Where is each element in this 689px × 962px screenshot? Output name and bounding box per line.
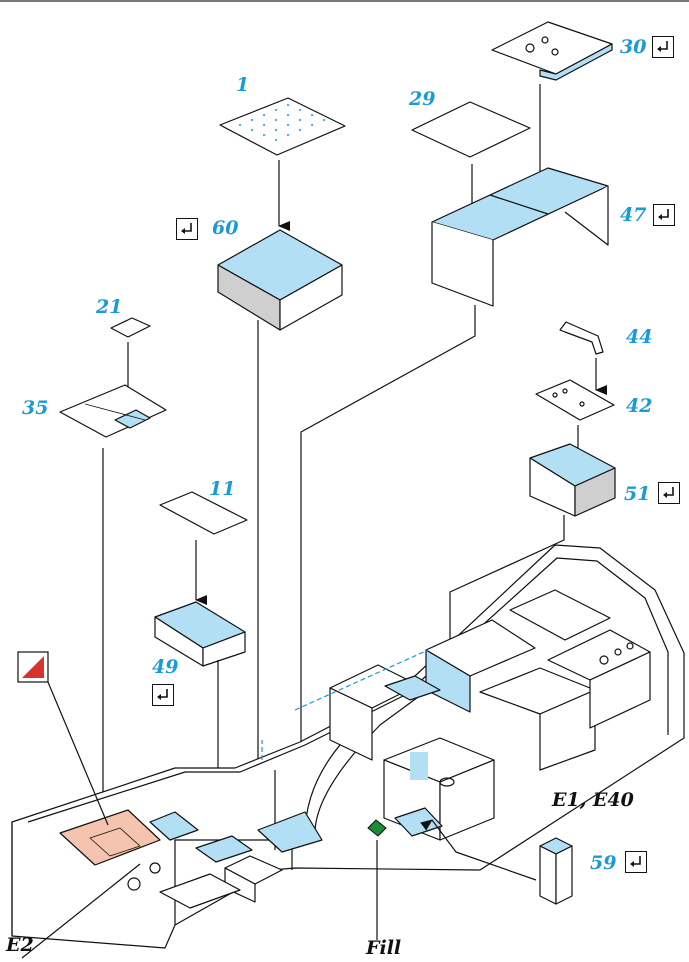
label-part-21: 21 xyxy=(96,296,123,318)
return-arrow-icon xyxy=(658,482,680,504)
label-part-44: 44 xyxy=(626,326,653,348)
label-part-60: 60 xyxy=(212,217,239,239)
return-arrow-icon xyxy=(176,218,198,240)
part-51-box xyxy=(529,443,616,517)
return-arrow-icon xyxy=(625,851,647,873)
part-21-plate xyxy=(110,317,151,338)
label-part-30: 30 xyxy=(620,36,647,58)
part-59-block xyxy=(539,837,573,905)
label-part-59: 59 xyxy=(590,852,617,874)
part-29-plate xyxy=(411,101,531,158)
label-part-49: 49 xyxy=(152,656,179,678)
label-e1-e40: E1, E40 xyxy=(552,789,634,811)
return-arrow-icon xyxy=(652,36,674,58)
label-part-11: 11 xyxy=(209,478,236,500)
label-part-47: 47 xyxy=(620,204,647,226)
label-part-29: 29 xyxy=(409,88,436,110)
part-1-plate xyxy=(219,97,346,156)
label-part-51: 51 xyxy=(624,483,651,505)
part-44-bracket xyxy=(559,321,604,355)
label-e2: E2 xyxy=(6,934,34,956)
part-60-box xyxy=(217,229,343,331)
part-11-plate xyxy=(159,491,248,535)
label-part-1: 1 xyxy=(236,74,250,96)
part-47-bridge xyxy=(431,167,609,307)
part-35-plate xyxy=(59,384,167,438)
return-arrow-icon xyxy=(653,204,675,226)
label-part-42: 42 xyxy=(626,395,653,417)
label-part-35: 35 xyxy=(22,397,49,419)
part-30-panel xyxy=(491,21,613,81)
interior-equipment xyxy=(261,589,651,841)
fill-marker-icon xyxy=(367,819,387,837)
part-49-box xyxy=(154,601,246,667)
part-42-plate xyxy=(535,379,615,421)
top-border xyxy=(0,0,689,2)
paint-swatch-icon xyxy=(17,651,49,683)
cockpit-seats xyxy=(127,855,283,909)
return-arrow-icon xyxy=(152,684,174,706)
label-fill: Fill xyxy=(366,937,402,959)
